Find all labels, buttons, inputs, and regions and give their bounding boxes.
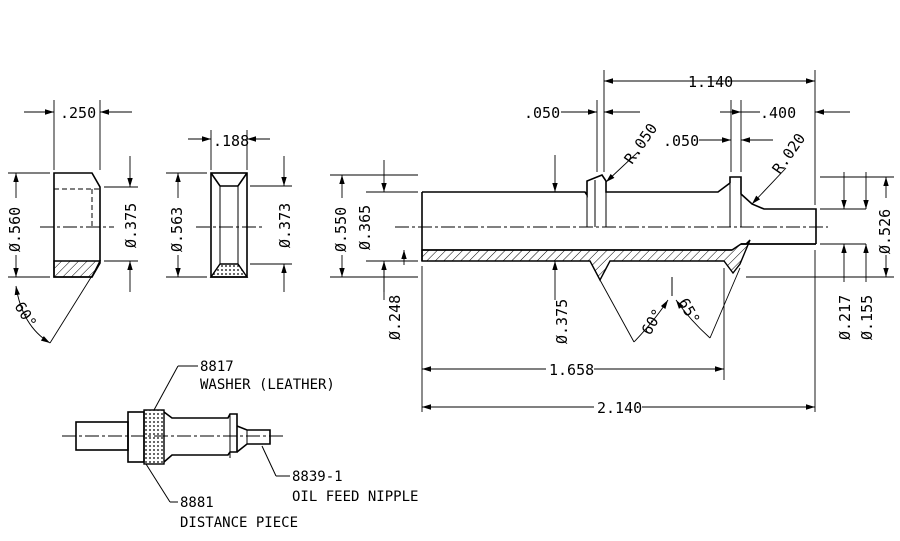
dim-400-label: .400 bbox=[760, 104, 796, 122]
assembly-washer bbox=[143, 409, 165, 465]
nipple-view: 1.140 .050 .050 .400 R.050 R.020 Ø.550 Ø… bbox=[330, 70, 894, 417]
assembly-spacer-name: DISTANCE PIECE bbox=[180, 515, 298, 531]
dim-1658-label: 1.658 bbox=[549, 361, 594, 379]
washer-view: .250 Ø.560 Ø.375 60° bbox=[6, 100, 140, 344]
assembly-nipple-part: 8839-1 bbox=[292, 469, 343, 485]
angle-65-label: 65° bbox=[675, 295, 704, 327]
dia-217-label: Ø.217 bbox=[836, 295, 854, 340]
dim-2140-label: 2.140 bbox=[597, 399, 642, 417]
assembly-washer-name: WASHER (LEATHER) bbox=[200, 377, 335, 393]
dim-050-a-label: .050 bbox=[524, 104, 560, 122]
distance-piece-outline bbox=[210, 172, 248, 278]
dim-1140-label: 1.140 bbox=[688, 73, 733, 91]
nipple-outline-upper bbox=[422, 174, 817, 244]
dia-375-label: Ø.375 bbox=[553, 299, 571, 344]
radius-050-label: R.050 bbox=[621, 120, 662, 167]
washer-width-label: .250 bbox=[60, 104, 96, 122]
radius-020-label: R.020 bbox=[769, 130, 810, 177]
washer-inner-dia-label: Ø.375 bbox=[122, 203, 140, 248]
washer-outer-dia-label: Ø.560 bbox=[6, 207, 24, 252]
dim-050-b-label: .050 bbox=[663, 132, 699, 150]
assembly-nipple-name: OIL FEED NIPPLE bbox=[292, 489, 418, 505]
distance-piece-width-label: .188 bbox=[213, 132, 249, 150]
assembly-washer-part: 8817 bbox=[200, 359, 234, 375]
washer-angle-label: 60° bbox=[11, 299, 41, 332]
distance-piece-outer-dia-label: Ø.563 bbox=[168, 207, 186, 252]
distance-piece-view: .188 Ø.563 Ø.373 bbox=[166, 130, 294, 292]
dia-248-label: Ø.248 bbox=[386, 295, 404, 340]
assembly-spacer-part: 8881 bbox=[180, 495, 214, 511]
distance-piece-section bbox=[209, 263, 249, 278]
dia-550-label: Ø.550 bbox=[332, 207, 350, 252]
dia-365-label: Ø.365 bbox=[356, 205, 374, 250]
dia-526-label: Ø.526 bbox=[876, 209, 894, 254]
distance-piece-inner-dia-label: Ø.373 bbox=[276, 203, 294, 248]
assembly-view: 8817 WASHER (LEATHER) 8881 DISTANCE PIEC… bbox=[62, 359, 418, 531]
nipple-section bbox=[421, 239, 751, 282]
dia-155-label: Ø.155 bbox=[858, 295, 876, 340]
washer-section bbox=[53, 260, 102, 278]
